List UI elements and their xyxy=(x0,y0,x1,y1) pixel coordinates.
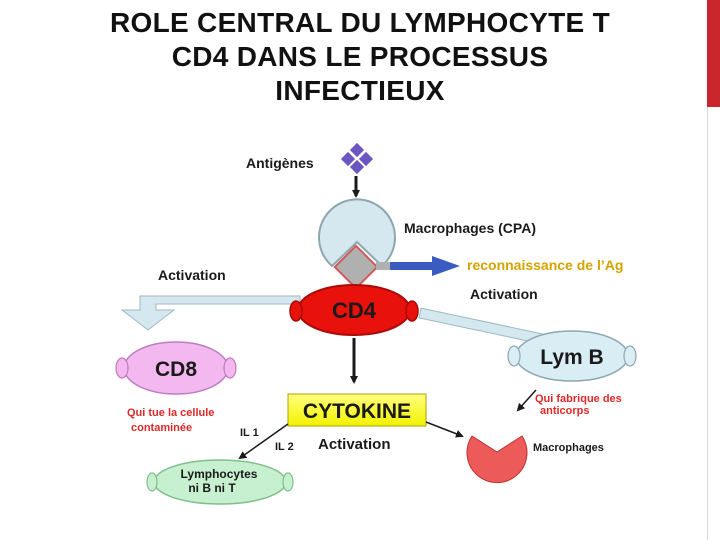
label-lymb: Lym B xyxy=(540,346,603,369)
label-qui-tue-2: contaminée xyxy=(131,422,192,434)
lymb-cell xyxy=(507,330,637,382)
label-qui-fabrique-1: Qui fabrique des xyxy=(535,393,622,405)
arrow-lymb-to-anticorps xyxy=(516,389,537,412)
page-title: ROLE CENTRAL DU LYMPHOCYTE T CD4 DANS LE… xyxy=(30,6,690,108)
label-macrophages-bottom: Macrophages xyxy=(533,442,604,454)
label-macrophages-cpa: Macrophages (CPA) xyxy=(404,220,536,236)
label-il1: IL 1 xyxy=(240,427,259,439)
arrow-cytokine-to-macrophages xyxy=(425,421,464,438)
antigen-icon xyxy=(340,142,374,175)
label-cd8: CD8 xyxy=(155,358,197,381)
label-activation-left: Activation xyxy=(158,267,226,283)
title-line-2: CD4 DANS LE PROCESSUS xyxy=(171,41,549,72)
activation-arrow-left xyxy=(120,295,301,331)
arrow-cytokine-to-lymphocytes xyxy=(238,423,289,460)
label-lymphocytes-2: ni B ni T xyxy=(188,481,236,495)
label-activation-right: Activation xyxy=(470,286,538,302)
macrophage-cpa-icon xyxy=(318,198,396,268)
label-cytokine: CYTOKINE xyxy=(303,400,411,423)
label-cd4: CD4 xyxy=(332,298,377,323)
label-antigenes: Antigènes xyxy=(246,155,314,171)
presented-antigen-icon xyxy=(333,244,379,290)
right-divider xyxy=(707,107,708,540)
cd8-cell xyxy=(115,341,237,395)
title-line-3: INFECTIEUX xyxy=(275,75,445,106)
label-il2: IL 2 xyxy=(275,441,294,453)
cd4-cell xyxy=(289,284,419,336)
lymphocytes-cell xyxy=(146,459,294,505)
title-line-1: ROLE CENTRAL DU LYMPHOCYTE T xyxy=(110,7,610,38)
label-qui-tue-1: Qui tue la cellule xyxy=(127,407,214,419)
cytokine-box xyxy=(287,393,427,427)
label-qui-fabrique-2: anticorps xyxy=(540,405,590,417)
accent-bar xyxy=(707,0,720,107)
label-activation-bottom: Activation xyxy=(318,436,391,453)
label-lymphocytes-1: Lymphocytes xyxy=(181,467,258,481)
recognition-arrow xyxy=(376,256,460,276)
label-reconnaissance: reconnaissance de l’Ag xyxy=(467,257,623,273)
macrophage-red-icon xyxy=(466,435,528,484)
